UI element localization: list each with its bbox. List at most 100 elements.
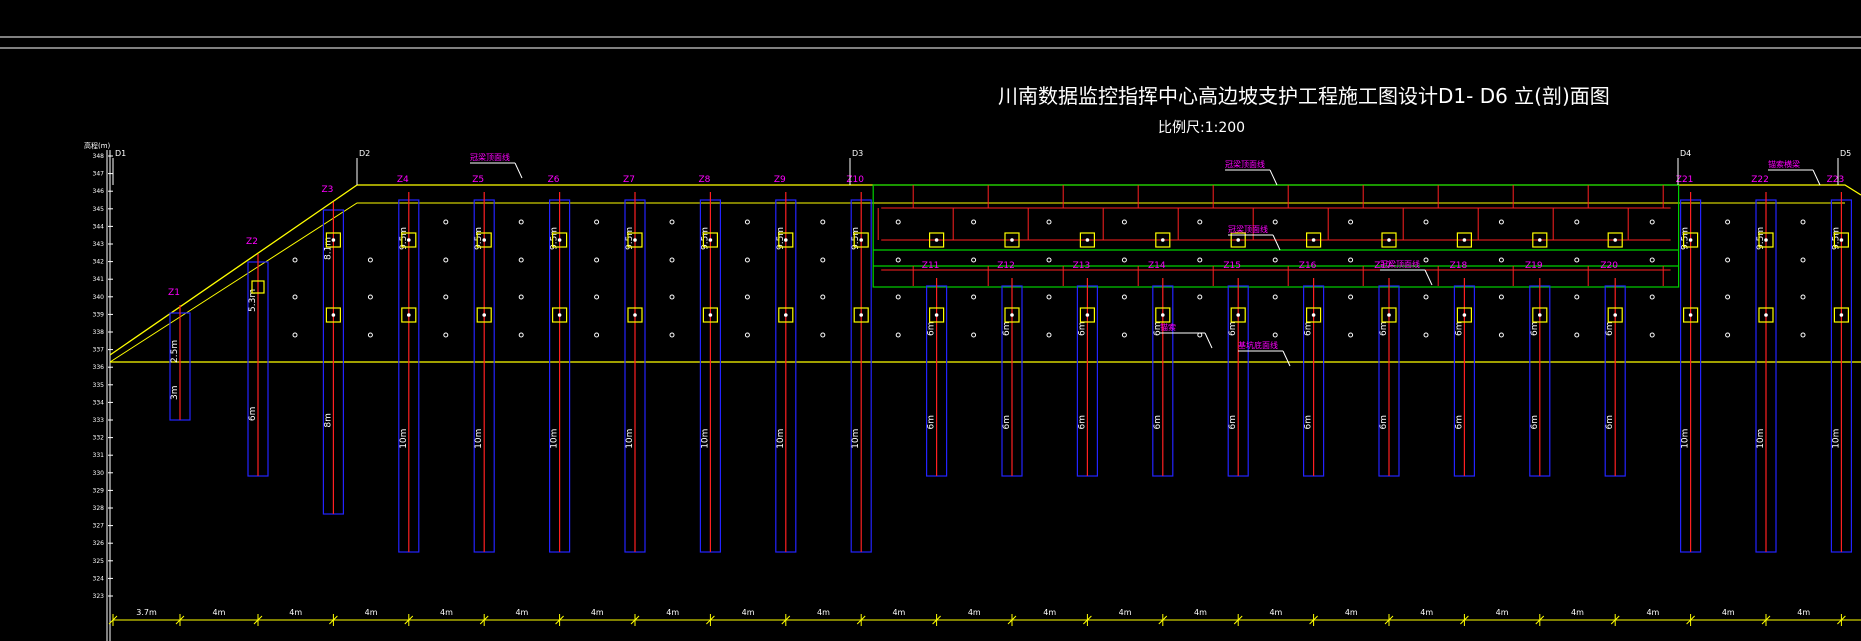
elevation-tick-label: 323 <box>93 593 105 600</box>
dimension-label: 4m <box>1722 608 1735 617</box>
drain-hole <box>1423 257 1429 263</box>
drain-hole <box>518 219 524 225</box>
dimension-label: 4m <box>440 608 453 617</box>
drain-hole <box>1649 294 1655 300</box>
dimension-label: 4m <box>1797 608 1810 617</box>
drain-hole <box>1046 294 1052 300</box>
dimension-tick <box>1083 615 1092 625</box>
control-point-label: D1 <box>115 149 126 158</box>
anchor-dot <box>1236 238 1240 242</box>
anchor-dot <box>1085 313 1090 317</box>
drain-hole <box>1272 332 1278 338</box>
anchor-dot <box>1085 238 1090 242</box>
anchor-dot <box>708 238 713 242</box>
drain-hole <box>669 219 675 225</box>
drain-hole <box>443 332 449 338</box>
drain-hole <box>367 332 373 338</box>
pile-lower-length: 10m <box>550 429 560 449</box>
dimension-label: 4m <box>1119 608 1132 617</box>
dimension-tick <box>781 615 791 625</box>
pile-id-label: Z6 <box>548 175 560 185</box>
dimension-tick <box>479 615 489 625</box>
drain-hole <box>1649 257 1655 263</box>
pile-upper-length: 2.5m <box>170 340 180 363</box>
elevation-tick-label: 341 <box>93 276 105 283</box>
dimension-tick <box>1460 615 1469 625</box>
elevation-tick-label: 336 <box>93 364 105 371</box>
anchor-dot <box>1462 313 1467 317</box>
pile-lower-length: 10m <box>625 429 635 449</box>
pile-id-label: Z5 <box>472 175 484 185</box>
anchor-dot <box>633 313 637 317</box>
pile-id-label: Z20 <box>1600 261 1618 271</box>
elevation-tick-label: 348 <box>93 153 105 160</box>
drain-hole <box>518 332 524 338</box>
elevation-tick-label: 338 <box>93 329 105 336</box>
drain-hole <box>1197 332 1203 338</box>
drain-hole <box>895 332 901 338</box>
drain-hole <box>443 219 449 225</box>
dimension-tick <box>932 615 941 625</box>
pile-id-label: Z23 <box>1827 175 1845 185</box>
drain-hole <box>1272 294 1278 300</box>
anchor-dot <box>1010 313 1014 317</box>
drain-hole <box>443 294 449 300</box>
dimension-tick <box>1384 615 1394 625</box>
elevation-tick-label: 330 <box>93 470 105 477</box>
elevation-tick-label: 343 <box>93 241 105 248</box>
pile-upper-length: 6m <box>1153 322 1163 337</box>
elevation-axis-label: 高程(m) <box>84 141 111 150</box>
dimension-label: 4m <box>817 608 830 617</box>
pile-id-label: Z17 <box>1374 261 1392 271</box>
drain-hole <box>1498 219 1504 225</box>
drain-hole <box>594 294 600 300</box>
drain-hole <box>1498 257 1504 263</box>
dimension-tick <box>108 615 118 625</box>
drain-hole <box>1348 257 1354 263</box>
pile-id-label: Z9 <box>774 175 786 185</box>
pile-upper-length: 6m <box>1530 322 1540 337</box>
anchor-head <box>1079 232 1096 248</box>
pile-lower-length: 6m <box>1228 415 1238 430</box>
pile-lower-length: 10m <box>474 429 484 449</box>
dimension-label: 4m <box>742 608 755 617</box>
anchor-head <box>1004 307 1020 323</box>
anchor-dot <box>407 238 411 242</box>
dimension-label: 4m <box>968 608 981 617</box>
dimension-label: 4m <box>666 608 679 617</box>
anchor-dot <box>331 238 336 242</box>
control-point-label: D5 <box>1840 149 1851 158</box>
anchor-head <box>1532 307 1548 323</box>
pile-id-label: Z18 <box>1450 261 1468 271</box>
anchor-head <box>551 232 568 248</box>
elevation-tick-label: 326 <box>93 540 105 547</box>
dimension-tick <box>555 615 564 625</box>
dimension-label: 4m <box>1420 608 1433 617</box>
pile-id-label: Z13 <box>1073 261 1091 271</box>
anchor-head <box>1305 232 1322 248</box>
callout-label: 冠梁顶面线 <box>1228 224 1268 234</box>
anchor-dot <box>784 313 788 317</box>
drain-hole <box>367 294 373 300</box>
anchor-head <box>251 280 265 294</box>
anchor-head <box>1155 232 1171 248</box>
dimension-label: 4m <box>1194 608 1207 617</box>
pile-id-label: Z11 <box>922 261 940 271</box>
elevation-tick-label: 337 <box>93 347 105 354</box>
anchor-dot <box>1236 313 1240 317</box>
anchor-dot <box>1688 238 1693 242</box>
anchor-dot <box>859 313 863 317</box>
pile-lower-length: 10m <box>1831 429 1841 449</box>
pile-upper-length: 9.5m <box>851 227 861 250</box>
elevation-tick-label: 327 <box>93 523 105 530</box>
pile-id-label: Z19 <box>1525 261 1543 271</box>
pile-lower-length: 6m <box>1077 415 1087 430</box>
pile-id-label: Z21 <box>1676 175 1694 185</box>
elevation-tick-label: 328 <box>93 505 105 512</box>
pile-upper-length: 6m <box>927 322 937 337</box>
drain-hole <box>1574 219 1580 225</box>
dimension-tick <box>1233 615 1243 625</box>
dimension-label: 4m <box>892 608 905 617</box>
drain-hole <box>820 257 826 263</box>
drain-hole <box>1348 219 1354 225</box>
